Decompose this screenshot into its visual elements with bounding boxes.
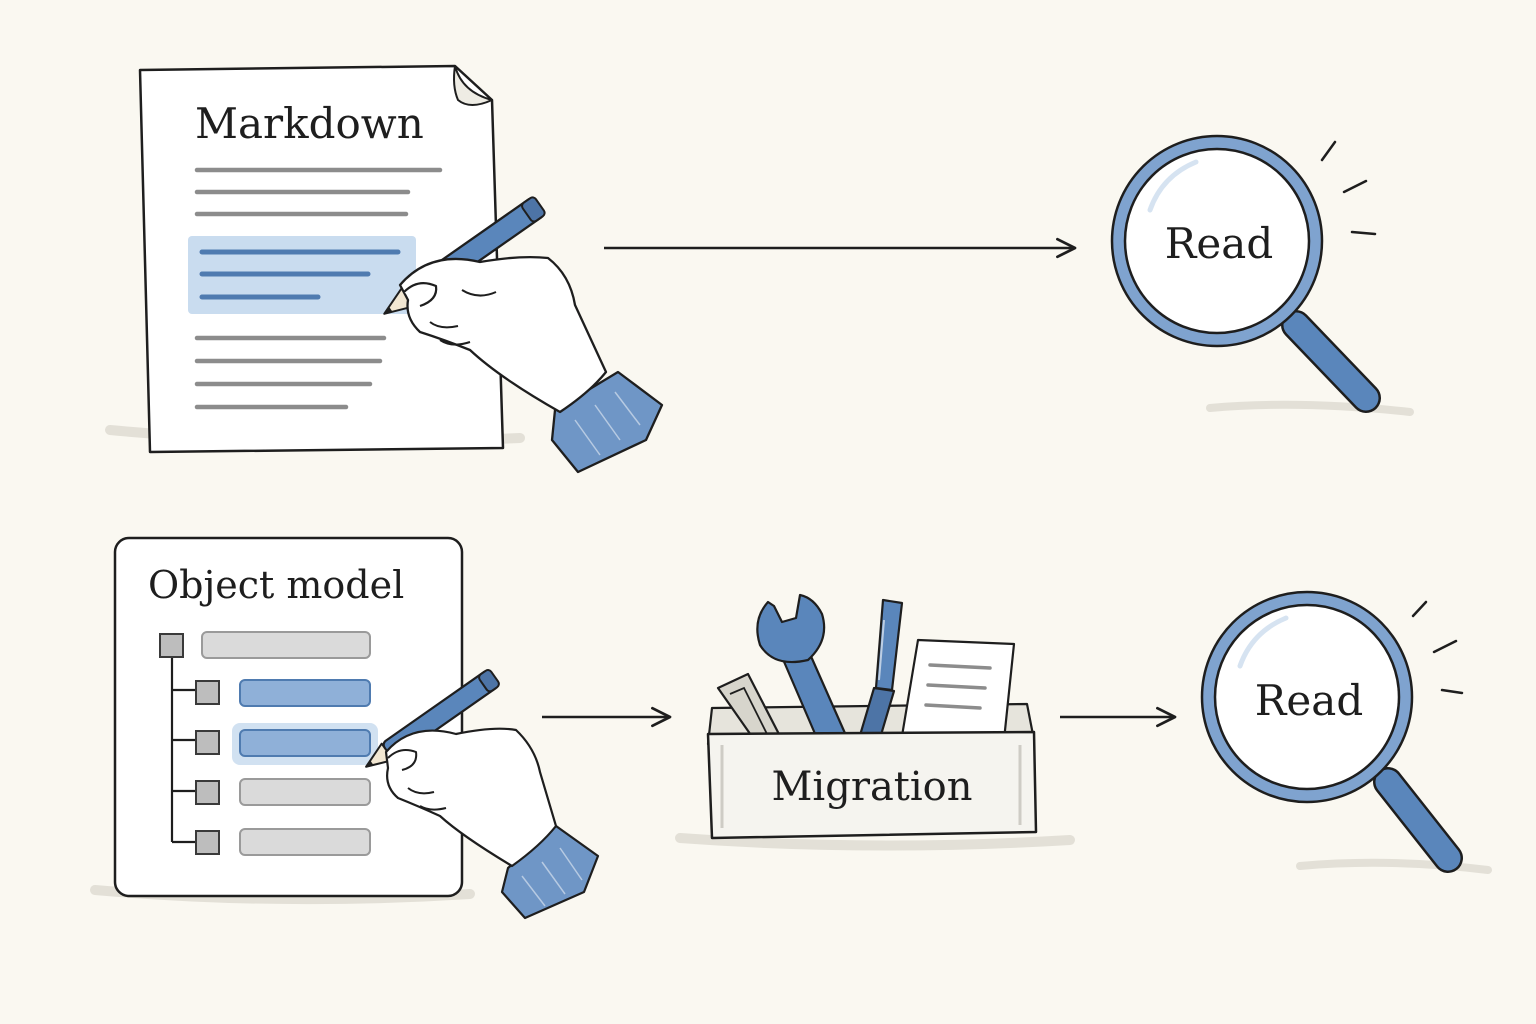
wrench-icon: [756, 593, 850, 752]
read-label-1: Read: [1165, 219, 1273, 268]
document-sheet-icon: [900, 638, 1016, 742]
migration-label: Migration: [771, 764, 972, 810]
read-magnifier-icon: Read: [1110, 134, 1414, 416]
hand-writing-icon: [383, 196, 664, 474]
object-tree: [159, 631, 378, 856]
markdown-document: Markdown: [105, 64, 525, 454]
markdown-label: Markdown: [195, 99, 424, 148]
object-model-panel: Object model: [90, 536, 475, 905]
hand-writing-icon: [365, 669, 600, 920]
highlighted-text-block: [188, 236, 416, 314]
object-model-label: Object model: [148, 563, 404, 607]
migration-toolbox-icon: Migration: [675, 593, 1075, 851]
read-label-2: Read: [1255, 676, 1363, 725]
read-magnifier-icon: Read: [1200, 590, 1492, 874]
document-text-lines: [194, 167, 443, 410]
